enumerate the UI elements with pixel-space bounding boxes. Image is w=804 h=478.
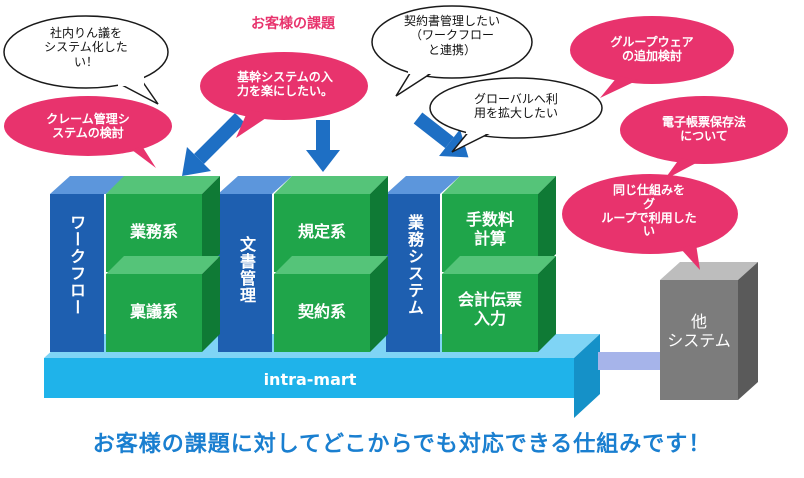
bubble-contract-text: 契約書管理したい （ワークフロー と連携） — [403, 14, 500, 57]
bubble-groupware-text: グループウェア の追加検討 — [610, 35, 694, 64]
pink-bubbles — [4, 16, 788, 270]
bubble-ringi-shape — [3, 15, 169, 105]
cube-kaikei-label: 会計伝票 入力 — [457, 290, 522, 329]
bubble-contract-shape — [371, 5, 533, 97]
cube-kaikei — [442, 256, 556, 352]
cube-tesuryo-label: 手数料 計算 — [465, 210, 514, 249]
arrow-right — [413, 112, 469, 158]
arrows — [182, 112, 469, 176]
bubble-same-shape — [562, 174, 738, 270]
cube-kitei-label: 規定系 — [297, 222, 346, 241]
base-label: intra-mart — [263, 370, 357, 389]
pillar-business-label: 業務システム — [405, 214, 424, 316]
bubble-claim-text: クレーム管理シ ステムの検討 — [46, 112, 130, 141]
bubble-ringi-text: 社内りん議を システム化した い！ — [44, 26, 128, 69]
cube-keiyaku-label: 契約系 — [297, 302, 346, 321]
footer-message: お客様の課題に対してどこからでも対応できる仕組みです！ — [92, 432, 712, 457]
pillar-workflow-label: ワークフロー — [67, 214, 86, 316]
cube-keiyaku — [274, 256, 388, 352]
bubble-claim-shape — [4, 96, 172, 168]
bubble-groupware-shape — [570, 16, 734, 98]
bubble-ledger-shape — [620, 96, 788, 180]
other-system-box — [660, 262, 758, 400]
cube-ringikei-label: 稟議系 — [129, 302, 178, 321]
connector-bar — [598, 352, 660, 370]
pillar-business — [386, 176, 460, 352]
bubble-kikan-shape — [200, 52, 368, 138]
cube-gyomu-label: 業務系 — [129, 222, 178, 241]
cube-ringikei — [106, 256, 220, 352]
bubble-global-shape — [429, 77, 603, 153]
bubble-global-text: グローバルへ利 用を拡大したい — [473, 92, 558, 121]
arrow-left — [182, 113, 245, 176]
bubble-ledger-text: 電子帳票保存法 について — [661, 115, 746, 144]
issues-heading: お客様の課題 — [251, 16, 335, 32]
other-system-label: 他 システム — [667, 312, 731, 351]
bubble-same-text: 同じ仕組みを グ ループで利用した い — [601, 183, 697, 239]
bubble-kikan-text: 基幹システムの入 力を楽にしたい。 — [236, 70, 333, 99]
arrow-down — [306, 120, 340, 172]
pillar-workflow — [50, 176, 126, 352]
pillar-document-label: 文書管理 — [237, 236, 256, 304]
pillar-document — [218, 176, 292, 352]
